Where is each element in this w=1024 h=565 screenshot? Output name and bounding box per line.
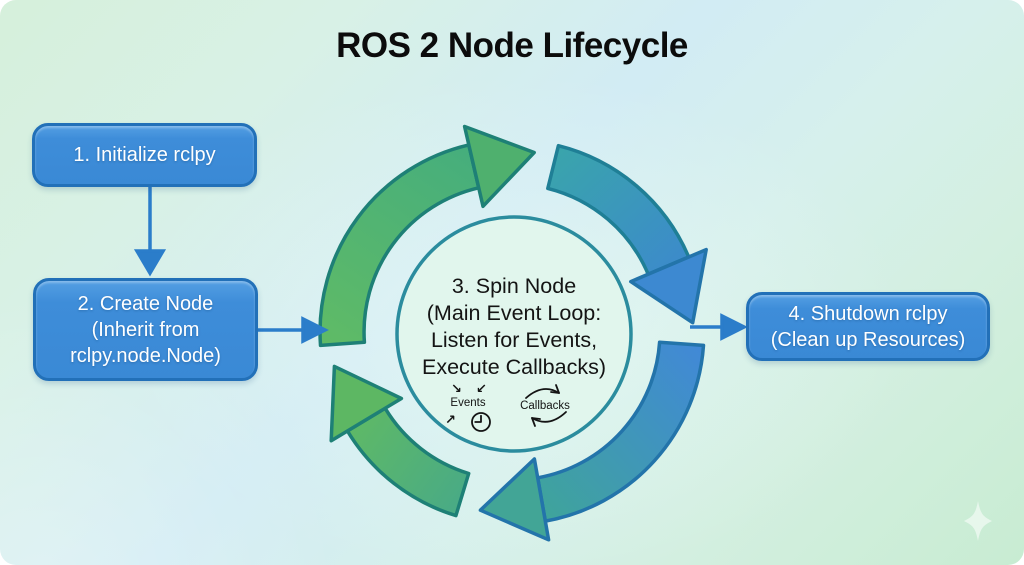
events-icon-group: ↘ ↙ Events ↗ bbox=[442, 383, 502, 435]
arrow-down-right-icon: ↘ bbox=[451, 382, 462, 397]
node-step2-line1: 2. Create Node bbox=[77, 292, 214, 315]
node-step2-line3: rclpy.node.Node) bbox=[70, 344, 221, 367]
node-step2-create-node: 2. Create Node (Inherit from rclpy.node.… bbox=[33, 278, 258, 381]
spin-node-line3: Listen for Events, bbox=[430, 328, 598, 352]
cycle-ring bbox=[318, 124, 708, 542]
cycle-arrows-icon bbox=[525, 384, 567, 427]
arrow-up-right-icon: ↗ bbox=[445, 413, 456, 428]
node-step2-line2: (Inherit from bbox=[91, 318, 200, 341]
events-label: Events bbox=[450, 397, 486, 409]
node-step4-shutdown: 4. Shutdown rclpy (Clean up Resources) bbox=[746, 292, 990, 361]
spin-node-circle bbox=[395, 215, 633, 453]
connectors bbox=[133, 187, 748, 344]
arrow-down-left-icon: ↙ bbox=[476, 382, 487, 397]
clock-icon bbox=[471, 412, 491, 432]
connector-step1-arrowhead-icon bbox=[133, 249, 167, 277]
ring-arrowhead-bottom-icon bbox=[478, 457, 551, 542]
callbacks-icon-group: Callbacks bbox=[515, 381, 575, 433]
spin-node-line1: 3. Spin Node bbox=[451, 274, 577, 298]
connector-step4-arrowhead-icon bbox=[720, 313, 748, 341]
spin-node-text: 3. Spin Node (Main Event Loop: Listen fo… bbox=[389, 273, 639, 381]
node-step1-initialize: 1. Initialize rclpy bbox=[32, 123, 257, 187]
connector-step2-arrowhead-icon bbox=[301, 316, 329, 344]
page-title: ROS 2 Node Lifecycle bbox=[336, 26, 688, 65]
ring-arrowhead-left-icon bbox=[329, 364, 404, 443]
ring-arrowhead-right-icon bbox=[629, 247, 708, 325]
spin-node-line4: Execute Callbacks) bbox=[421, 355, 607, 379]
ring-arrowhead-top-icon bbox=[462, 124, 536, 209]
node-step4-line2: (Clean up Resources) bbox=[770, 328, 966, 351]
sparkle-icon bbox=[964, 501, 992, 541]
callbacks-label: Callbacks bbox=[520, 400, 570, 412]
node-step1-label: 1. Initialize rclpy bbox=[73, 144, 216, 166]
spin-node-line2: (Main Event Loop: bbox=[426, 301, 602, 325]
node-step4-line1: 4. Shutdown rclpy bbox=[788, 302, 948, 325]
